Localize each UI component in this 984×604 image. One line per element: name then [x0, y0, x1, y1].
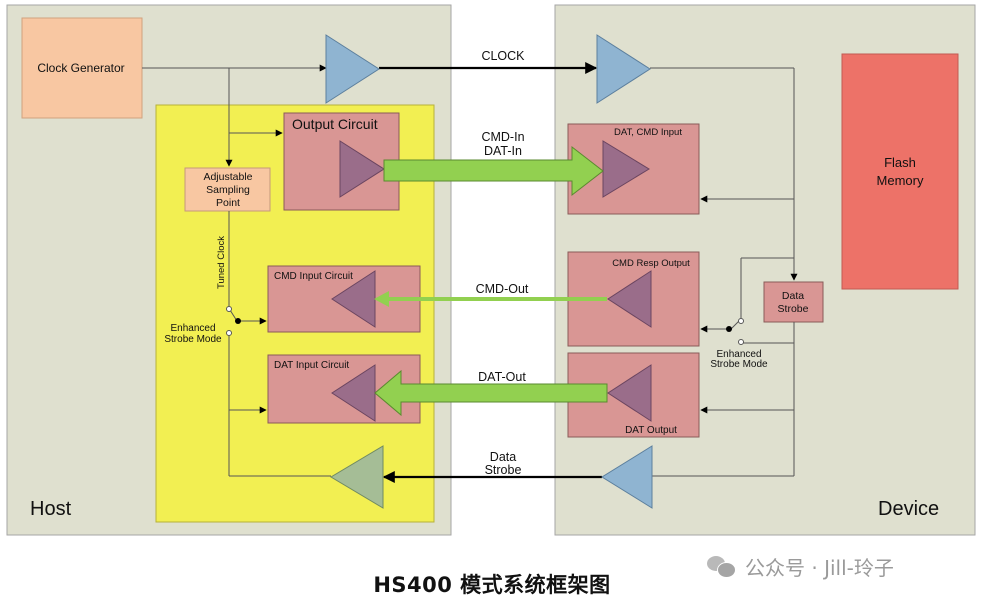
dat-out-signal-label: DAT-Out [478, 370, 526, 384]
cmd-out-signal-label: CMD-Out [476, 282, 529, 296]
dat-output-buffer [607, 364, 652, 422]
adjustable-sampling-point-box [184, 167, 271, 212]
host-enhanced-strobe-line-1: Enhanced [170, 323, 215, 334]
device-label: Device [878, 498, 939, 520]
device-strobe-switch-node [726, 326, 732, 332]
host-label: Host [30, 498, 72, 520]
dat-out-bus-arrow [374, 369, 608, 417]
watermark-text: 公众号 · Jill-玲子 [745, 555, 894, 580]
flash-memory-box [841, 53, 959, 290]
wechat-icon [707, 554, 736, 578]
cmd-resp-output-buffer [607, 270, 652, 328]
watermark: 公众号 · Jill-玲子 [707, 551, 894, 581]
data-strobe-box-line-2: Strobe [778, 303, 809, 315]
sampling-point-line-1: Adjustable [203, 171, 252, 183]
sampling-point-line-3: Point [216, 197, 240, 209]
device-clock-buffer [596, 34, 651, 104]
data-strobe-box [763, 281, 824, 323]
data-strobe-signal-line-2: Strobe [485, 463, 522, 477]
output-driver-buffer [339, 140, 385, 198]
output-circuit-label: Output Circuit [292, 116, 378, 132]
data-strobe-signal-line-1: Data [490, 450, 516, 464]
host-clock-buffer [325, 34, 380, 104]
data-strobe-box-line-1: Data [782, 290, 804, 302]
device-enhanced-strobe-line-2: Strobe Mode [710, 359, 768, 370]
tuned-clock-label: Tuned Clock [216, 236, 227, 289]
dat-input-circuit-label: DAT Input Circuit [274, 360, 349, 371]
sampling-point-line-2: Sampling [206, 184, 250, 196]
figure-caption: HS400 模式系统框架图 [373, 573, 611, 597]
flash-memory-line-2: Memory [877, 173, 924, 188]
cmd-out-bus-arrowhead [374, 291, 389, 307]
dat-in-signal-label: DAT-In [484, 144, 522, 158]
clock-signal-label: CLOCK [481, 49, 525, 63]
host-strobe-switch-node [235, 318, 241, 324]
device-strobe-buffer [601, 445, 653, 509]
cmd-dat-in-bus-arrow [383, 145, 604, 197]
device-enhanced-strobe-line-1: Enhanced [716, 349, 761, 360]
host-strobe-buffer [330, 445, 384, 509]
cmd-in-signal-label: CMD-In [481, 130, 524, 144]
cmd-input-circuit-label: CMD Input Circuit [274, 271, 353, 282]
clock-generator-label: Clock Generator [37, 61, 124, 75]
clock-generator-box [21, 17, 143, 119]
dat-output-label: DAT Output [625, 425, 677, 436]
dat-cmd-input-label: DAT, CMD Input [614, 127, 682, 138]
dat-cmd-input-buffer [602, 140, 650, 198]
cmd-resp-output-label: CMD Resp Output [612, 258, 690, 269]
flash-memory-line-1: Flash [884, 155, 916, 170]
host-enhanced-strobe-line-2: Strobe Mode [164, 334, 222, 345]
